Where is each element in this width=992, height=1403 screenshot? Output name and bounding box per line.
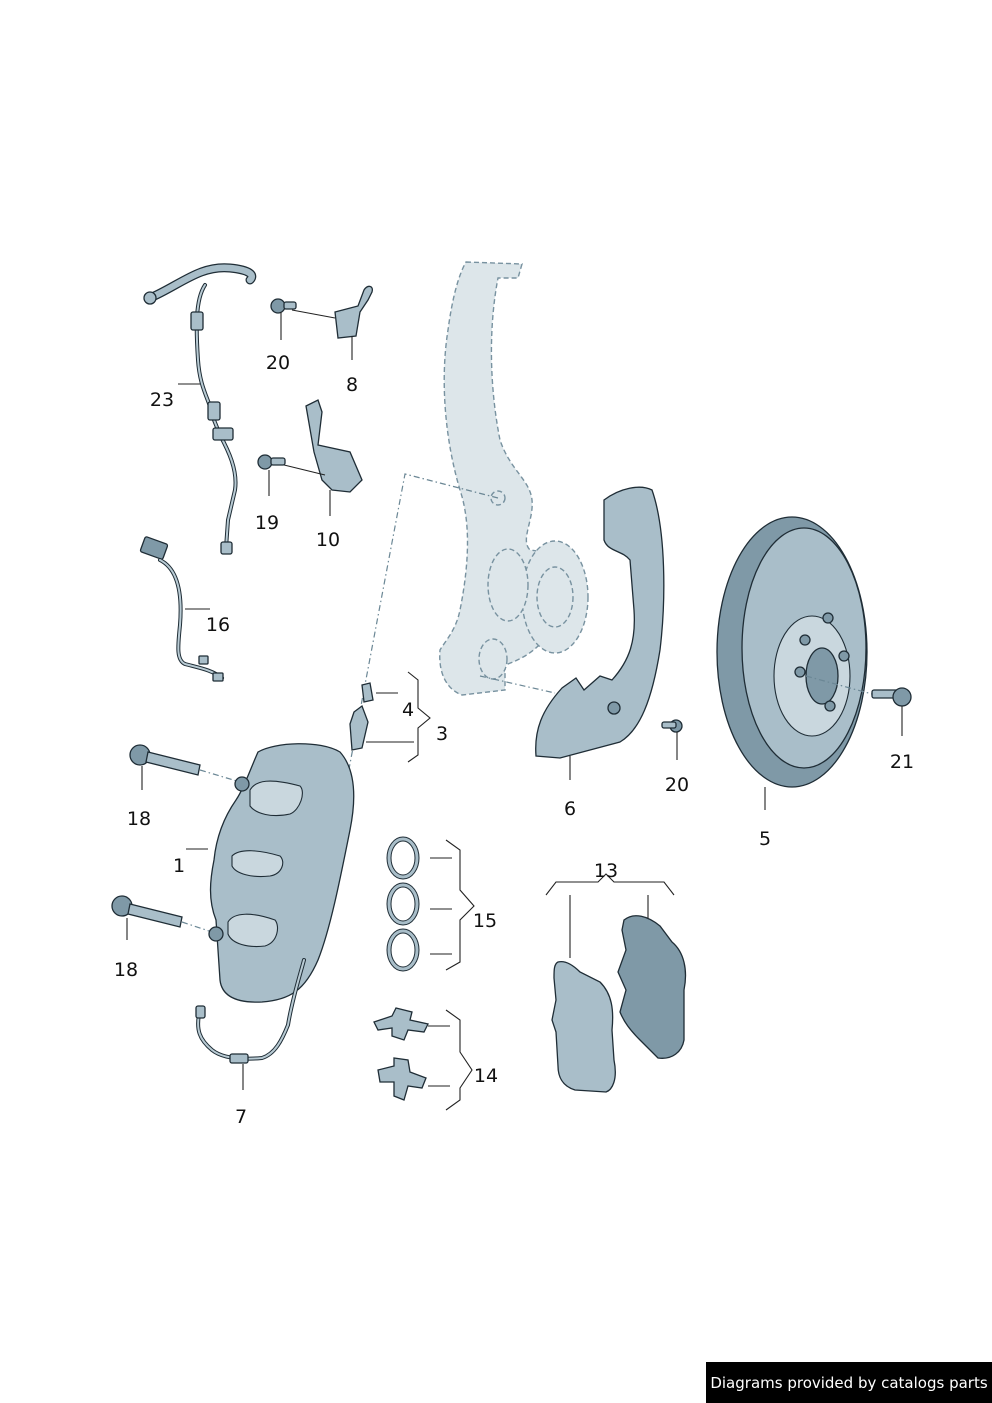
callout-4: 4 [402, 699, 414, 721]
callout-8: 8 [346, 374, 358, 396]
callout-6: 6 [564, 798, 576, 820]
credit-banner: Diagrams provided by catalogs parts [706, 1362, 992, 1403]
brake-disc-5 [716, 516, 873, 788]
callout-20-upper: 20 [266, 352, 290, 374]
callout-5: 5 [759, 828, 771, 850]
callout-21: 21 [890, 751, 914, 773]
callout-labels: 1 3 4 5 6 7 8 10 13 14 15 16 18 18 19 20… [114, 352, 914, 1128]
callout-3: 3 [436, 723, 448, 745]
bracket-10 [279, 399, 363, 493]
callout-7: 7 [235, 1106, 247, 1128]
bleeder-screw-4 [361, 682, 374, 703]
wear-sensor-16 [139, 536, 224, 682]
dust-shield-6 [535, 486, 665, 759]
callout-15: 15 [473, 910, 497, 932]
callout-13: 13 [594, 860, 618, 882]
seal-kit-15 [386, 836, 420, 972]
brake-hose-23 [143, 263, 257, 555]
callout-20-lower: 20 [665, 774, 689, 796]
bolt-20-lower [661, 719, 683, 733]
bolt-20-upper [270, 298, 297, 314]
wear-sensor-7 [195, 958, 306, 1064]
callout-18-lower: 18 [114, 959, 138, 981]
callout-23: 23 [150, 389, 174, 411]
brake-pads-13 [551, 915, 687, 1093]
group-braces [407, 671, 675, 1111]
bolt-19 [257, 454, 286, 470]
callout-18-upper: 18 [127, 808, 151, 830]
callout-19: 19 [255, 512, 279, 534]
bleeder-valve-3 [349, 704, 369, 751]
bolt-18-lower [111, 895, 213, 933]
bracket-8 [291, 285, 374, 339]
spring-clips-14 [373, 1007, 429, 1101]
bolt-18-upper [129, 744, 241, 783]
callout-1: 1 [173, 855, 185, 877]
leader-lines [126, 312, 903, 1090]
callout-10: 10 [316, 529, 340, 551]
bolt-21 [871, 687, 912, 707]
callout-16: 16 [206, 614, 230, 636]
callout-14: 14 [474, 1065, 498, 1087]
brake-caliper-1 [208, 743, 355, 1003]
steering-knuckle-ghost [439, 261, 589, 696]
